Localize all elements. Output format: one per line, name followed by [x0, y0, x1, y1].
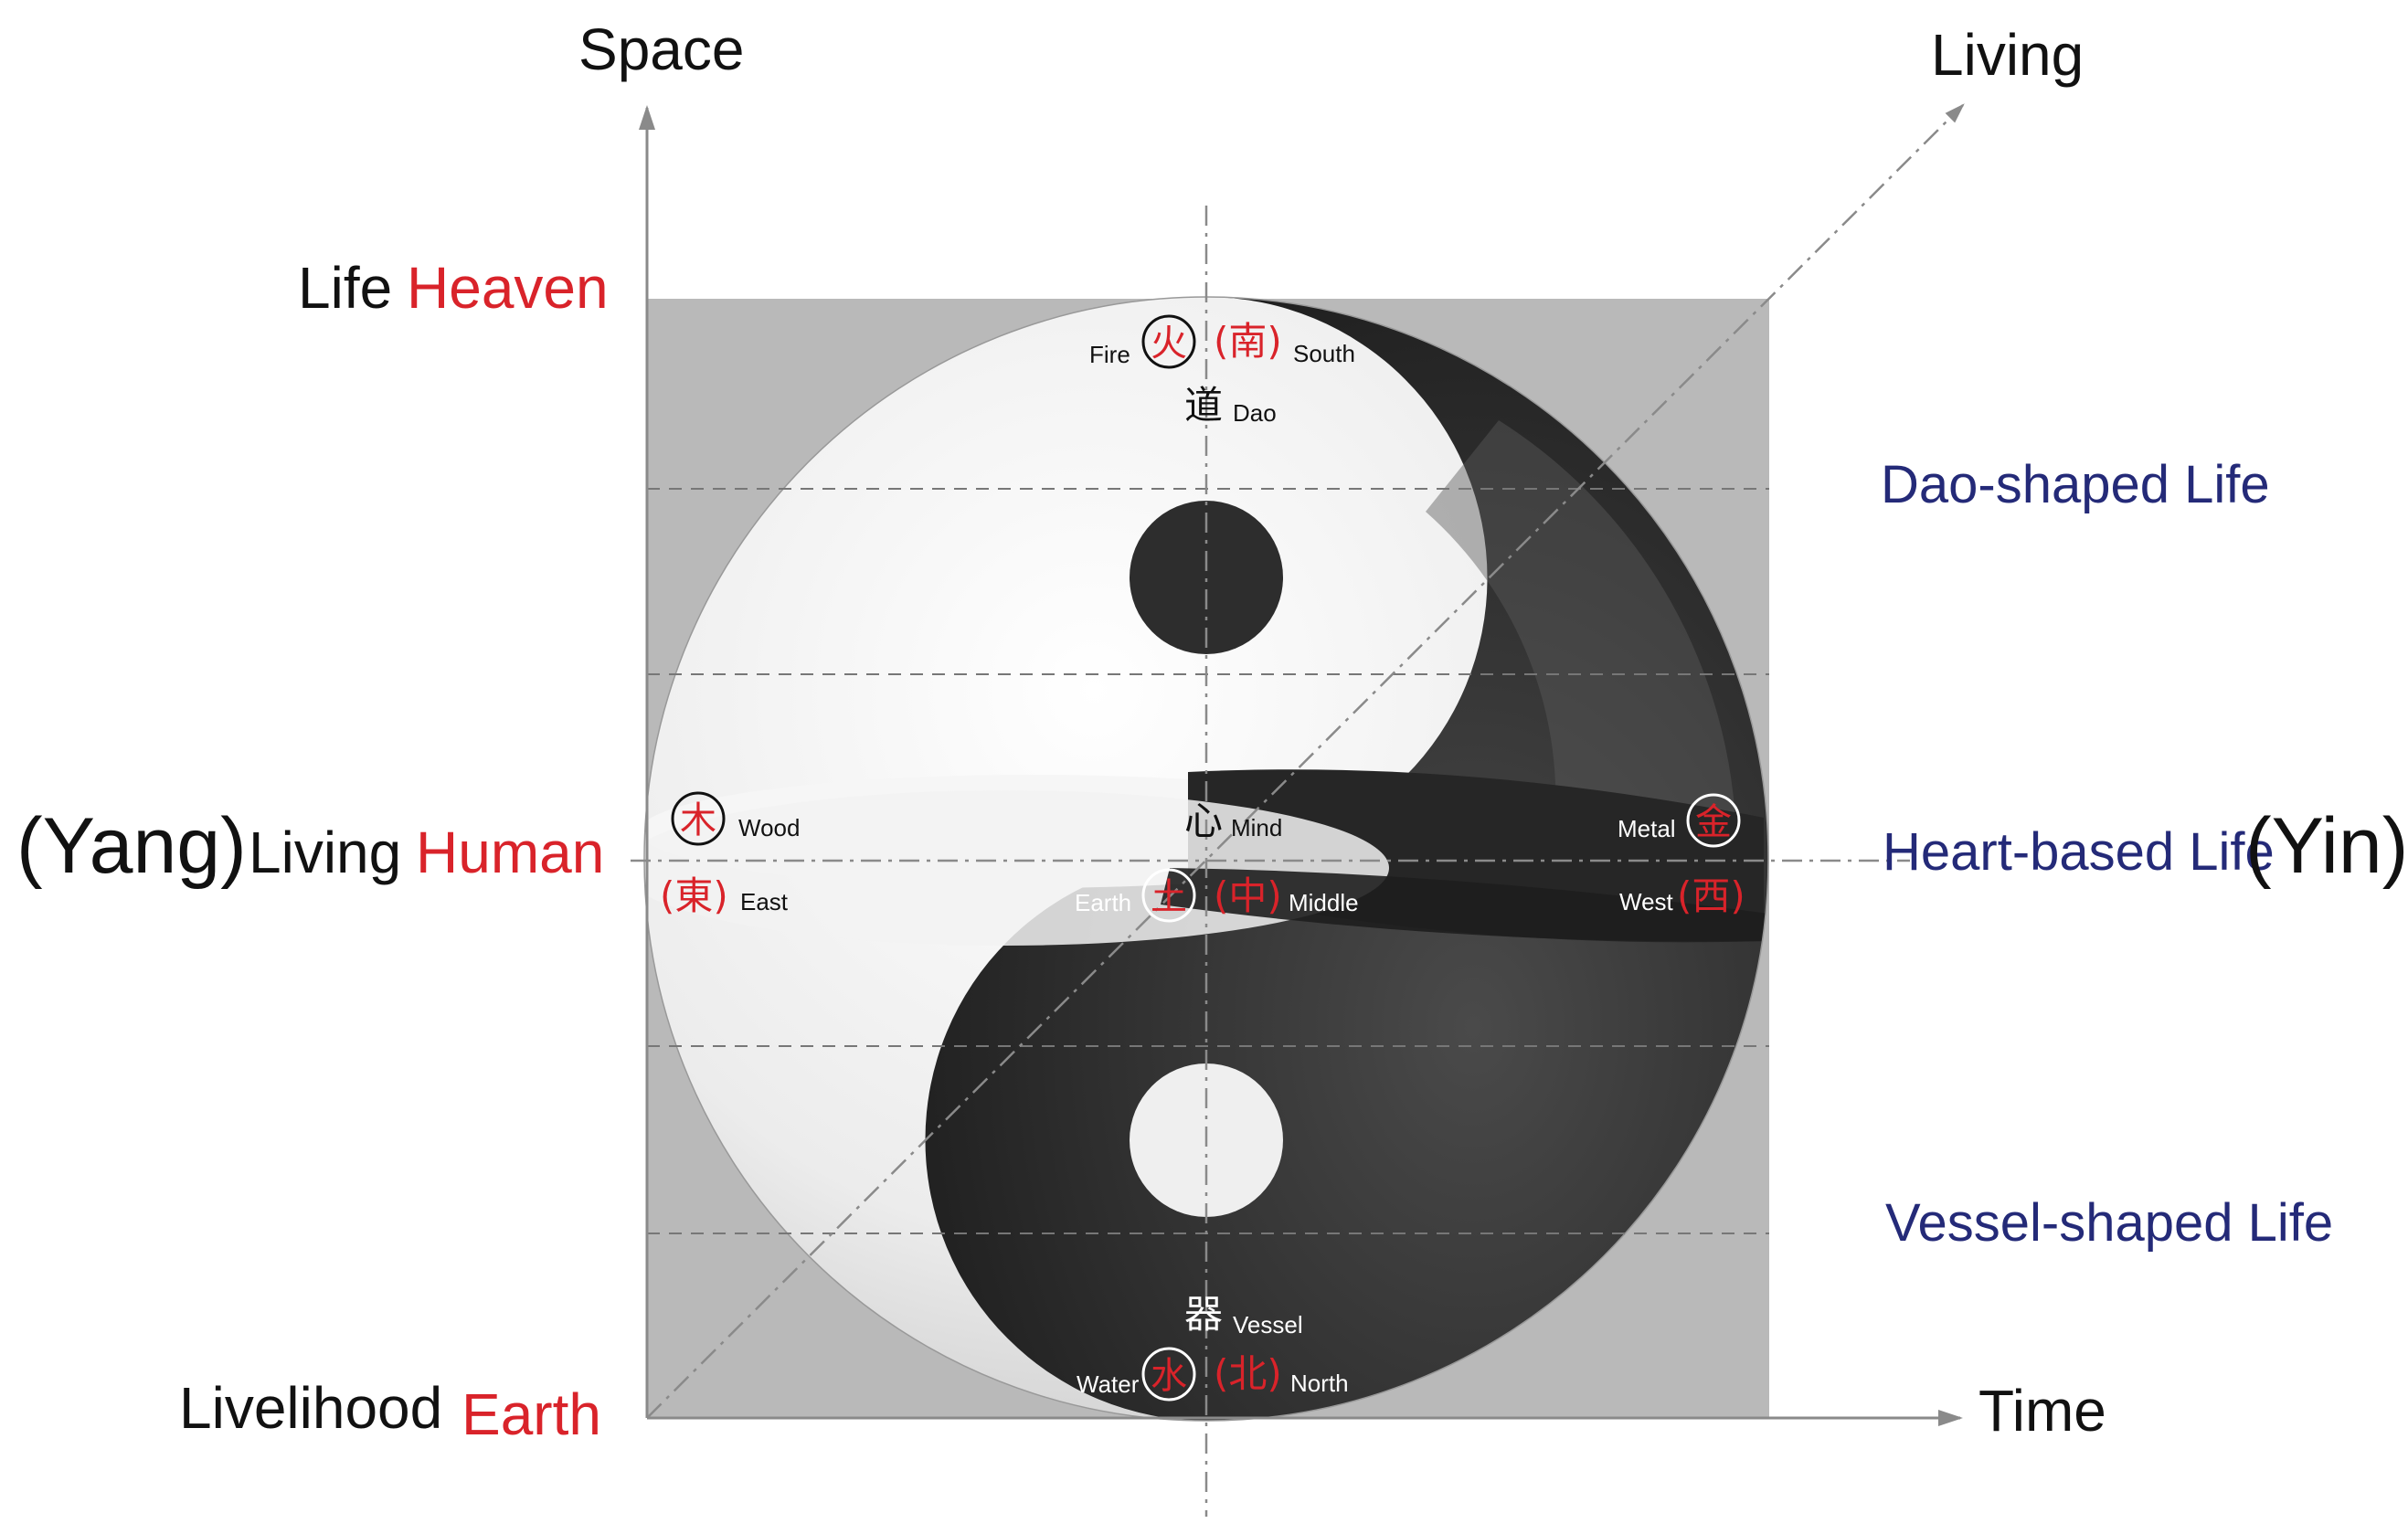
- east-char: (東): [660, 873, 728, 918]
- earth-circle-icon: [1141, 868, 1196, 923]
- label-east: East: [740, 888, 789, 915]
- north-char: (北): [1214, 1351, 1282, 1396]
- label-earth-element: Earth: [1075, 889, 1131, 916]
- label-metal: Metal: [1618, 815, 1676, 842]
- label-water: Water: [1077, 1370, 1140, 1398]
- axis-label-living: Living: [1931, 22, 2084, 88]
- label-life: Life: [298, 255, 392, 321]
- south-char: (南): [1214, 319, 1282, 364]
- water-char: 水: [1151, 1355, 1187, 1397]
- axis-label-time: Time: [1978, 1378, 2106, 1444]
- label-middle: Middle: [1289, 889, 1359, 916]
- label-heart-based-life: Heart-based Life: [1883, 822, 2275, 882]
- earth-char: 土: [1151, 876, 1187, 918]
- metal-char: 金: [1695, 801, 1732, 843]
- label-human: Human: [416, 820, 604, 885]
- center-lines: [631, 103, 1965, 1517]
- label-yang: (Yang): [16, 802, 247, 890]
- label-living-left: Living: [249, 820, 401, 885]
- label-dao-shaped-life: Dao-shaped Life: [1881, 455, 2270, 514]
- label-north: North: [1290, 1370, 1349, 1397]
- label-heaven: Heaven: [407, 255, 609, 321]
- label-vessel: Vessel: [1233, 1311, 1303, 1338]
- label-fire: Fire: [1089, 341, 1130, 368]
- wood-char: 木: [680, 799, 716, 841]
- label-livelihood: Livelihood: [179, 1375, 442, 1441]
- label-wood: Wood: [738, 814, 800, 841]
- metal-circle-icon: [1686, 793, 1741, 848]
- guide-lines: [647, 488, 1769, 1234]
- label-south: South: [1293, 340, 1355, 367]
- label-west: West: [1619, 888, 1674, 915]
- mind-char: 心: [1184, 799, 1223, 843]
- middle-char: (中): [1214, 873, 1282, 918]
- fire-char: 火: [1151, 323, 1187, 365]
- wood-circle-icon: [671, 791, 726, 846]
- fire-circle-icon: [1141, 314, 1196, 369]
- axis-label-space: Space: [578, 16, 744, 82]
- dao-char: 道: [1184, 383, 1223, 428]
- label-earth: Earth: [461, 1381, 601, 1447]
- label-vessel-shaped-life: Vessel-shaped Life: [1885, 1193, 2333, 1253]
- label-yin: (Yin): [2245, 802, 2408, 890]
- label-dao: Dao: [1233, 399, 1277, 427]
- water-circle-icon: [1141, 1347, 1196, 1402]
- label-mind: Mind: [1231, 814, 1282, 841]
- vessel-char: 器: [1184, 1292, 1223, 1337]
- west-char: (西): [1677, 873, 1745, 918]
- axes: [639, 105, 1963, 1426]
- yin-eye: [1130, 501, 1283, 654]
